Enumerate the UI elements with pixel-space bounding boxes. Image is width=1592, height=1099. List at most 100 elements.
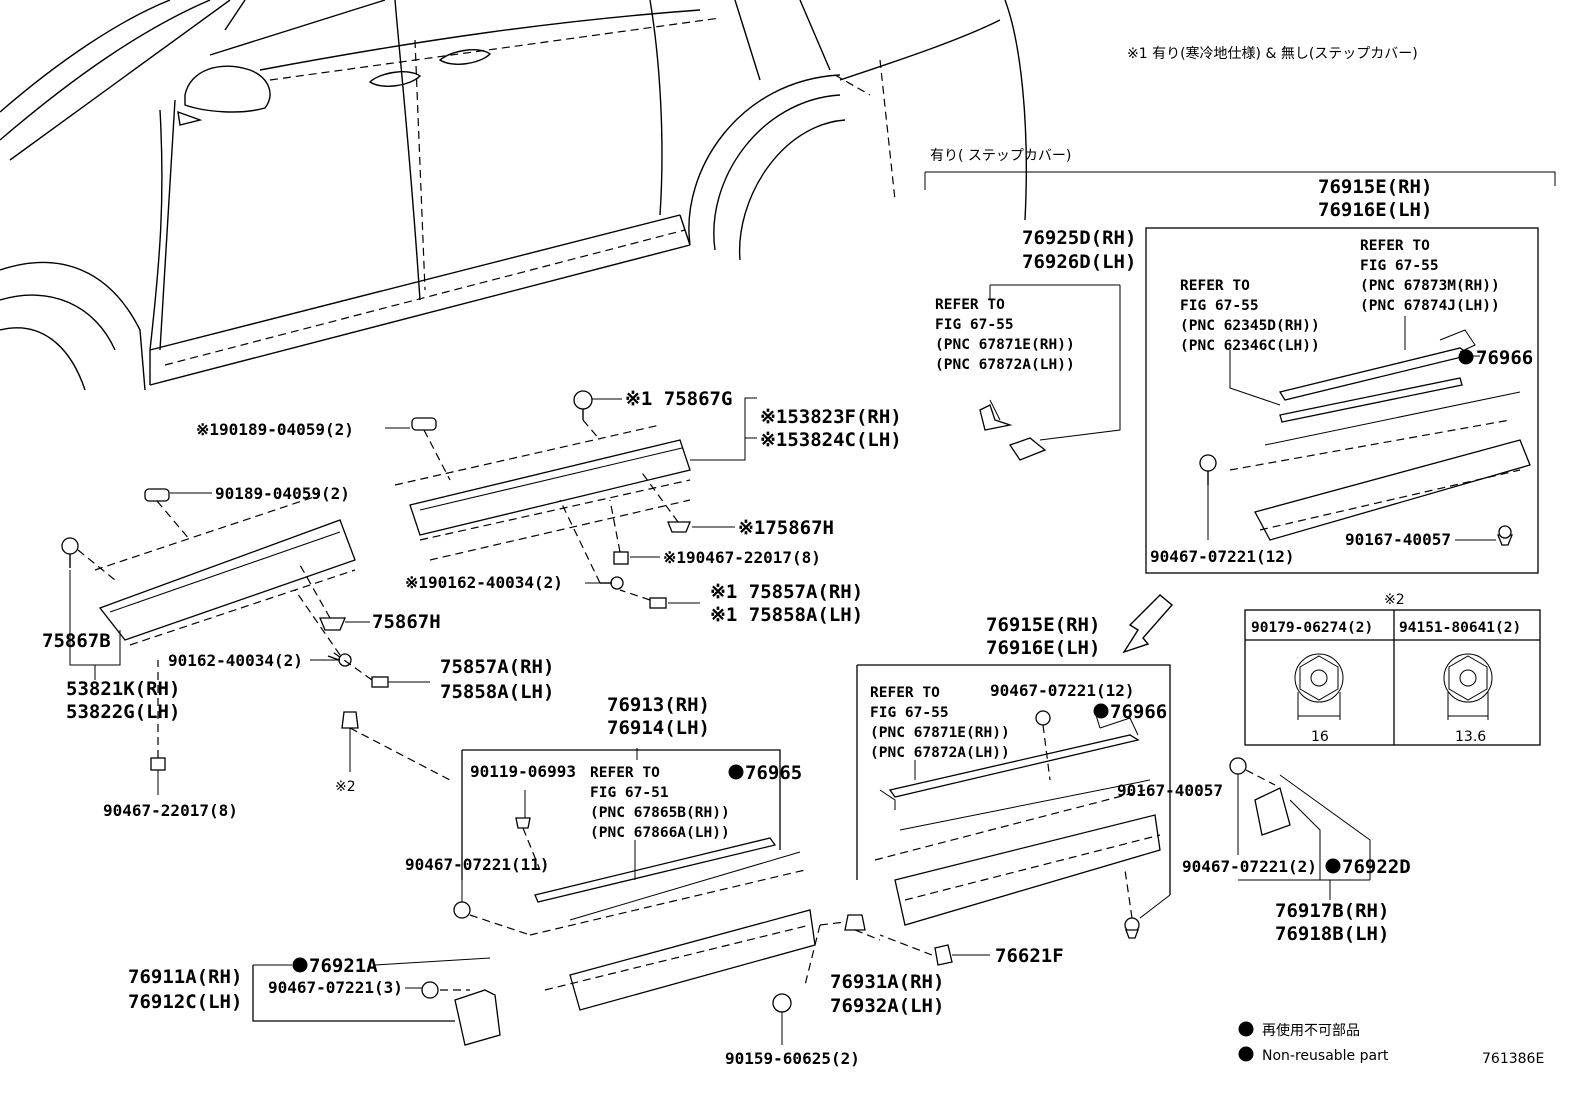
label-75858a-a: ※1 75858A(LH) <box>710 604 863 626</box>
legend-en: Non-reusable part <box>1262 1048 1389 1064</box>
diagram-id: 761386E <box>1482 1051 1544 1067</box>
note2-marker: ※2 <box>1384 592 1405 608</box>
legend-bullet-en <box>1238 1046 1254 1062</box>
legend-jp: 再使用不可部品 <box>1262 1022 1360 1039</box>
label-76966-a: 76966 <box>1476 347 1533 369</box>
refer3-line4: (PNC 67874J(LH)) <box>1360 298 1500 314</box>
refer1-line1: REFER TO <box>935 297 1005 313</box>
refer4-line4: (PNC 67872A(LH)) <box>870 745 1010 761</box>
label-90467-07221-2: 90467-07221(2) <box>1182 857 1317 876</box>
label-76932a: 76932A(LH) <box>830 995 944 1017</box>
label-90159: 90159-60625(2) <box>725 1049 860 1068</box>
label-53822g: 53822G(LH) <box>66 701 180 723</box>
label-90167-40057-b: 90167-40057 <box>1117 781 1223 800</box>
label-76911a: 76911A(RH) <box>128 966 242 988</box>
label-90167-40057-a: 90167-40057 <box>1345 530 1451 549</box>
non-reusable-mark-76966-b <box>1093 703 1109 719</box>
non-reusable-mark-76965 <box>728 764 744 780</box>
note1-text: ※1 有り(寒冷地仕様) & 無し(ステップカバー) <box>1127 45 1418 62</box>
label-75867h-b: 75867H <box>372 611 441 633</box>
garnish-clip-group-76925d <box>979 284 1121 461</box>
clip-76931a-group <box>772 914 990 1045</box>
label-90162-a: ※190162-40034(2) <box>405 573 563 592</box>
legend-bullet-jp <box>1238 1021 1254 1037</box>
label-90467-07221-3: 90467-07221(3) <box>268 978 403 997</box>
label-90162-b: 90162-40034(2) <box>168 651 303 670</box>
refer3-line3: (PNC 67873M(RH)) <box>1360 278 1500 294</box>
label-75867h-a: ※175867H <box>738 517 834 539</box>
refer2-line2: FIG 67-55 <box>1180 298 1259 314</box>
label-75857a-b: 75857A(RH) <box>440 656 554 678</box>
label-75858a-b: 75858A(LH) <box>440 681 554 703</box>
direction-arrow <box>1122 594 1174 654</box>
refer5-line4: (PNC 67866A(LH)) <box>590 825 730 841</box>
label-76922d: 76922D <box>1342 856 1411 878</box>
label-76912c: 76912C(LH) <box>128 991 242 1013</box>
clip-note2-left <box>341 711 451 781</box>
label-90119: 90119-06993 <box>470 762 576 781</box>
label-90467-07221-11: 90467-07221(11) <box>405 855 550 874</box>
label-53824c: ※153824C(LH) <box>760 429 902 451</box>
label-76913: 76913(RH) <box>607 694 710 716</box>
mud-guard-76911a <box>252 957 501 1046</box>
non-reusable-mark-76966-a <box>1458 349 1474 365</box>
label-76926d: 76926D(LH) <box>1022 251 1136 273</box>
dim-13-6: 13.6 <box>1455 729 1486 745</box>
label-76915e-b: 76915E(RH) <box>986 614 1100 636</box>
label-90467-22017-b: 90467-22017(8) <box>103 801 238 820</box>
label-53823f: ※153823F(RH) <box>760 406 902 428</box>
label-76931a: 76931A(RH) <box>830 971 944 993</box>
non-reusable-mark-76922d <box>1325 858 1341 874</box>
refer5-line1: REFER TO <box>590 765 660 781</box>
label-90467-07221-12-b: 90467-07221(12) <box>990 681 1135 700</box>
label-76916e-a: 76916E(LH) <box>1318 199 1432 221</box>
mud-guard-76917b <box>1229 757 1371 900</box>
label-75867g: ※1 75867G <box>625 388 732 410</box>
label-76925d: 76925D(RH) <box>1022 227 1136 249</box>
label-94151: 94151-80641(2) <box>1399 620 1521 636</box>
refer2-line3: (PNC 62345D(RH)) <box>1180 318 1320 334</box>
label-76917b: 76917B(RH) <box>1275 900 1389 922</box>
label-90189-a: ※190189-04059(2) <box>196 420 354 439</box>
note2-nut-table <box>1244 609 1541 746</box>
label-76921a: 76921A <box>309 955 378 977</box>
label-90467-07221-12-a: 90467-07221(12) <box>1150 547 1295 566</box>
step-cover-lower-box <box>856 664 1171 939</box>
label-76916e-b: 76916E(LH) <box>986 637 1100 659</box>
refer4-line3: (PNC 67871E(RH)) <box>870 725 1010 741</box>
note2-left-label: ※2 <box>335 779 356 795</box>
label-90189-b: 90189-04059(2) <box>215 484 350 503</box>
refer5-line2: FIG 67-51 <box>590 785 669 801</box>
refer4-line2: FIG 67-55 <box>870 705 949 721</box>
refer5-line3: (PNC 67865B(RH)) <box>590 805 730 821</box>
label-53821k: 53821K(RH) <box>66 678 180 700</box>
label-90467-22017-a: ※190467-22017(8) <box>663 548 821 567</box>
step-cover-label: 有り( ステップカバー) <box>930 148 1071 164</box>
label-76915e-a: 76915E(RH) <box>1318 176 1432 198</box>
refer1-line3: (PNC 67871E(RH)) <box>935 337 1075 353</box>
garnish-76913-group <box>453 748 816 1011</box>
refer2-line1: REFER TO <box>1180 278 1250 294</box>
label-75857a-a: ※1 75857A(RH) <box>710 581 863 603</box>
label-76918b: 76918B(LH) <box>1275 923 1389 945</box>
non-reusable-mark-76921a <box>292 957 308 973</box>
refer3-line2: FIG 67-55 <box>1360 258 1439 274</box>
dim-16: 16 <box>1311 729 1329 745</box>
label-76965: 76965 <box>745 762 802 784</box>
refer1-line4: (PNC 67872A(LH)) <box>935 357 1075 373</box>
step-cover-bracket <box>924 171 1556 190</box>
label-76621f: 76621F <box>995 945 1064 967</box>
refer1-line2: FIG 67-55 <box>935 317 1014 333</box>
label-90179: 90179-06274(2) <box>1251 620 1373 636</box>
label-76914: 76914(LH) <box>607 717 710 739</box>
text-labels: ※1 有り(寒冷地仕様) & 無し(ステップカバー) 有り( ステップカバー) … <box>42 45 1544 1068</box>
refer3-line1: REFER TO <box>1360 238 1430 254</box>
upper-step-panel-group <box>385 390 757 609</box>
lower-step-panel-group <box>61 488 430 795</box>
refer4-line1: REFER TO <box>870 685 940 701</box>
label-75867b: 75867B <box>42 630 111 652</box>
step-cover-upper-box <box>1145 227 1539 574</box>
refer2-line4: (PNC 62346C(LH)) <box>1180 338 1320 354</box>
label-76966-b: 76966 <box>1110 701 1167 723</box>
